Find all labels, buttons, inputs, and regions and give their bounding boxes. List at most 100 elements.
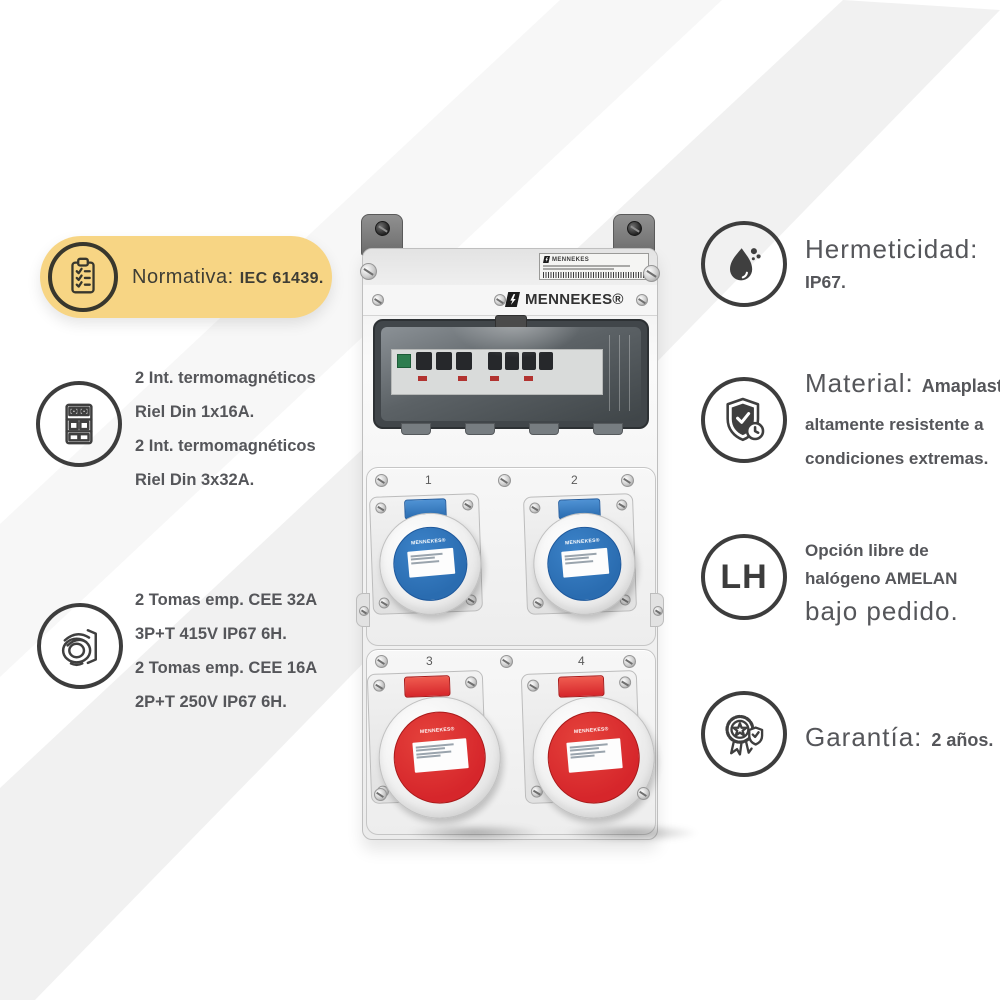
cover-clip [529,423,559,435]
spec-line: 3P+T 415V IP67 6H. [135,625,287,643]
rail-line [609,335,610,411]
product-data-label: MENNEKES [539,253,649,280]
screw [616,499,628,511]
cee-socket-red: MENNEKES® [520,670,660,824]
normativa-value: IEC 61439. [239,269,324,287]
socket-spec-label [566,738,623,773]
screw [462,499,474,511]
cover-clip [593,423,623,435]
breaker-toggle [416,352,432,370]
shield-check-clock-icon [701,377,787,463]
screw [621,474,634,487]
cover-clip [465,423,495,435]
socket-lid: MENNEKES® [373,691,506,824]
water-drop-icon [701,221,787,307]
hermeticidad-text: Hermeticidad: IP67. [805,234,978,293]
breaker-toggle [522,352,536,370]
material-line: condiciones extremas. [805,448,989,468]
warranty-rosette-icon [701,691,787,777]
halogeno-line: halógeno AMELAN [805,569,958,588]
halogeno-line: Opción libre de [805,541,929,560]
screw [529,502,541,514]
mennekes-logo: MENNEKES® [505,291,624,308]
screw [637,787,650,800]
screw [618,676,632,689]
material-lines: altamente resistente a condiciones extre… [805,408,1000,475]
socket-disc-blue: MENNEKES® [544,523,625,604]
breaker-toggle [505,352,519,370]
socket-disc-brand: MENNEKES® [564,537,600,547]
breaker-indicator [418,376,427,381]
enclosure-body: MENNEKES MENNEKES® [356,248,664,840]
halogeno-lines: Opción libre de halógeno AMELAN [805,537,959,593]
cee-socket-icon [37,603,123,689]
clipboard-checklist-icon [48,242,118,312]
mennekes-wordmark: MENNEKES® [525,291,624,308]
label-text-line [543,264,630,267]
screw [643,265,660,282]
mennekes-bolt-icon [543,256,550,263]
label-text-line [543,268,615,270]
breaker-toggle [488,352,502,370]
screw [375,655,388,668]
breaker-indicator [524,376,533,381]
socket-latch-tab [557,675,605,698]
material-label: Material: [805,368,914,398]
socket-lid: MENNEKES® [527,691,660,824]
sockets-spec-text: 2 Tomas emp. CEE 32A 3P+T 415V IP67 6H. … [135,583,317,719]
drop-shadow [405,824,545,842]
spec-line: Riel Din 1x16A. [135,403,255,421]
screw [636,294,648,306]
drop-shadow [561,824,701,842]
rail-line [619,335,620,411]
blue-sockets-panel: 1 2 MENNEKES® [366,467,656,646]
label-brand-text: MENNEKES [552,256,590,263]
diagonal-stripe-light [0,0,722,677]
normativa-text: Normativa:IEC 61439. [132,266,324,289]
socket-number: 2 [571,473,578,487]
halogeno-text: Opción libre de halógeno AMELAN bajo ped… [805,537,959,627]
din-rail-strip [391,349,603,395]
socket-spec-label [561,547,610,578]
screw [375,221,390,236]
halogeno-tail: bajo pedido. [805,596,959,626]
cover-clip [401,423,431,435]
socket-number: 1 [425,473,432,487]
screw [375,502,387,514]
socket-disc-red: MENNEKES® [543,707,644,808]
screw [360,263,377,280]
breaker-window [373,315,649,435]
screw [378,597,390,609]
screw [372,679,386,692]
breaker-indicator [397,354,411,368]
socket-disc-brand: MENNEKES® [410,537,446,547]
cee-socket-blue: MENNEKES® [522,493,640,620]
socket-disc-brand: MENNEKES® [419,726,455,736]
screw [532,597,544,609]
socket-number: 3 [426,654,433,668]
label-barcode [543,271,645,278]
circuit-breaker-icon [36,381,122,467]
breaker-indicator [458,376,467,381]
socket-disc-blue: MENNEKES® [390,523,471,604]
socket-latch-tab [403,675,451,698]
spec-line: 2 Tomas emp. CEE 16A [135,659,318,677]
breaker-indicator [490,376,499,381]
socket-number: 4 [578,654,585,668]
material-text: Material:Amaplast, altamente resistente … [805,368,1000,475]
hermeticidad-label: Hermeticidad: [805,234,979,264]
rail-line [629,335,630,411]
material-heading: Material:Amaplast, [805,368,1000,399]
red-sockets-panel: 3 4 MENNEKES® [366,649,660,835]
distribution-box-photo: MENNEKES MENNEKES® [353,212,701,857]
spec-text-line [416,754,441,759]
spec-text-line [411,559,440,565]
spec-text-line [570,754,595,759]
breaker-toggle [539,352,553,370]
material-line: altamente resistente a [805,415,984,434]
lh-badge-text: LH [720,557,768,596]
garantia-text: Garantía:2 años. [805,722,993,753]
spec-line: 2 Int. termomagnéticos [135,437,316,455]
socket-spec-label [412,738,469,773]
